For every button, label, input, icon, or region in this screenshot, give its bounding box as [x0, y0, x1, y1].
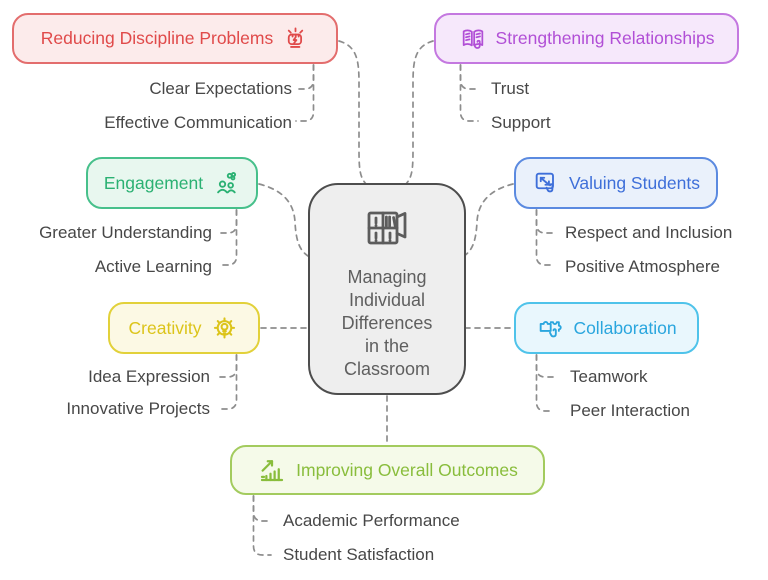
branch-node-valuing-students: Valuing Students [514, 157, 718, 209]
subtopic-label: Positive Atmosphere [565, 257, 720, 276]
central-topic-node: Managing Individual Differences in the C… [308, 183, 466, 395]
link-discipline-center [338, 40, 367, 185]
subtopic-label: Active Learning [94, 257, 212, 276]
subtopic-label: Clear Expectations [149, 79, 292, 98]
branch-node-strengthening-relationships: Strengthening Relationships [434, 13, 739, 64]
link-valuing-center [463, 183, 514, 257]
subtopic-label: Student Satisfaction [283, 545, 435, 564]
branch-node-improving-overall-outcomes: Improving Overall Outcomes [230, 445, 545, 495]
subtopic-label: Support [491, 113, 551, 132]
growth-chart-icon [257, 455, 287, 485]
subtopic-label: Teamwork [570, 367, 648, 386]
branch-node-reducing-discipline-problems: Reducing Discipline Problems [12, 13, 338, 64]
branch-label: Valuing Students [568, 172, 701, 193]
branch-node-creativity: Creativity [108, 302, 260, 354]
subtopic-label: Academic Performance [283, 511, 460, 530]
central-topic-line: Classroom [343, 359, 431, 379]
link-engagement-center [258, 183, 309, 257]
branch-label: Collaboration [573, 317, 677, 338]
branch-label: Engagement [103, 172, 204, 193]
people-group-icon [212, 169, 240, 197]
subtopic-label: Peer Interaction [570, 401, 691, 420]
branch-label: Strengthening Relationships [495, 28, 715, 48]
expand-select-hand-icon [532, 169, 560, 197]
central-topic-line: Managing [347, 267, 427, 287]
gear-lightbulb-icon [210, 314, 239, 343]
central-topic-line: Differences [341, 313, 433, 333]
subtopic-label: Respect and Inclusion [565, 223, 733, 242]
puzzle-hand-icon [536, 314, 564, 342]
central-topic-line: Individual [348, 290, 426, 310]
branch-node-engagement: Engagement [86, 157, 258, 209]
branch-label: Reducing Discipline Problems [40, 28, 274, 48]
subtopic-label: Effective Communication [104, 113, 292, 132]
branch-label: Creativity [128, 317, 202, 338]
link-relationships-center [405, 40, 434, 185]
bookshelf-door-icon [362, 205, 412, 256]
central-topic-line: in the [364, 336, 410, 356]
branch-node-collaboration: Collaboration [514, 302, 699, 354]
raised-fist-icon [282, 25, 309, 52]
open-book-hand-icon [459, 25, 487, 53]
subtopic-label: Innovative Projects [66, 399, 210, 418]
subtopic-label: Trust [491, 79, 530, 98]
subtopic-label: Greater Understanding [39, 223, 212, 242]
branch-label: Improving Overall Outcomes [296, 459, 518, 480]
subtopic-label: Idea Expression [88, 367, 210, 386]
